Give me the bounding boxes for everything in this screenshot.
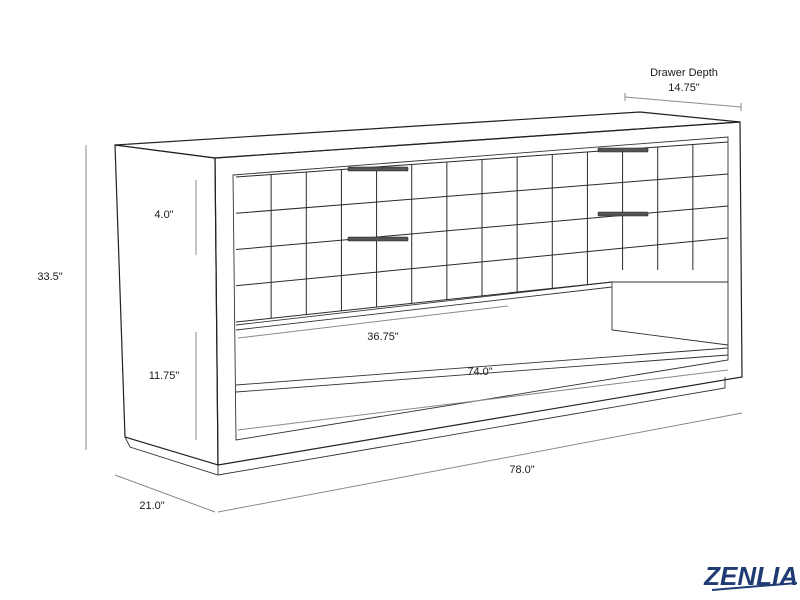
cabinet-body bbox=[114, 111, 743, 476]
depth-dim-line bbox=[114, 474, 216, 513]
shelf-top-line-2 bbox=[235, 286, 613, 331]
zenlia-logo: ZENLIA bbox=[703, 561, 798, 591]
dimension-lines bbox=[85, 93, 743, 513]
open-compartment-floor bbox=[611, 329, 729, 346]
drawer-handles bbox=[347, 147, 649, 242]
cabinet-front-face bbox=[214, 121, 743, 466]
depth-label: 21.0" bbox=[139, 500, 164, 512]
drawer-depth-dim-line bbox=[624, 96, 742, 108]
cabinet-plinth bbox=[124, 377, 726, 476]
inner-width-dim-line bbox=[237, 369, 729, 431]
drawer-tile-grid bbox=[235, 141, 729, 323]
overall-width-dim-line bbox=[217, 412, 743, 513]
drawer-handle-top-right bbox=[597, 147, 649, 153]
drawer-height-label: 4.0" bbox=[154, 209, 173, 221]
drawer-width-dim-line bbox=[237, 305, 509, 339]
drawer-depth-label: Drawer Depth bbox=[650, 67, 718, 79]
inner-width-label: 74.0" bbox=[467, 366, 492, 378]
drawer-handle-top-left bbox=[347, 166, 409, 172]
cabinet-front-inner-frame bbox=[232, 136, 729, 441]
overall-width-label: 78.0" bbox=[509, 464, 534, 476]
middle-shelf-line-2 bbox=[235, 354, 729, 393]
drawer-handle-bottom-right bbox=[597, 211, 649, 217]
height-label: 33.5" bbox=[37, 271, 62, 283]
cabinet-side-face bbox=[114, 144, 219, 466]
drawer-depth-value: 14.75" bbox=[668, 82, 700, 94]
shelf-height-label: 11.75" bbox=[149, 370, 180, 382]
middle-shelf-line bbox=[235, 347, 729, 386]
zenlia-logo-swoosh bbox=[711, 582, 798, 591]
grid-row-line bbox=[235, 281, 613, 323]
drawer-handle-bottom-left bbox=[347, 236, 409, 242]
drawer-width-label: 36.75" bbox=[367, 331, 399, 343]
